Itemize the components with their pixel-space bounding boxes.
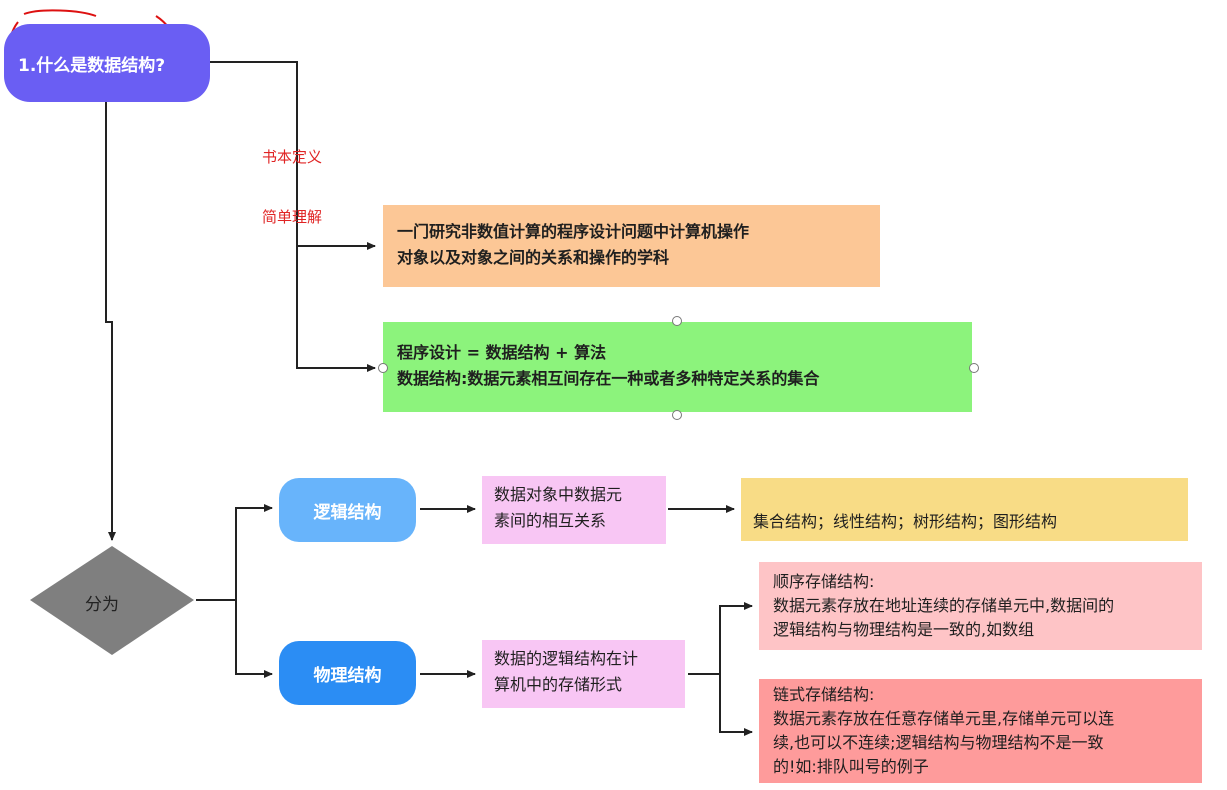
logical-types-text: 集合结构；线性结构；树形结构；图形结构 (753, 512, 1058, 531)
sequential-storage-line-2: 逻辑结构与物理结构是一致的,如数组 (773, 620, 1035, 639)
logical-description-line-2: 素间的相互关系 (494, 511, 607, 530)
divided-into-label: 分为 (85, 595, 119, 615)
logical-description-line-1: 数据对象中数据元 (494, 485, 623, 504)
selection-handle-top[interactable] (672, 316, 682, 326)
title-node[interactable]: 1.什么是数据结构? (4, 24, 210, 102)
selection-handle-right[interactable] (969, 363, 979, 373)
physical-description-line-2: 算机中的存储形式 (494, 675, 623, 694)
definition-box[interactable]: 一门研究非数值计算的程序设计问题中计算机操作 对象以及对象之间的关系和操作的学科 (383, 205, 880, 287)
sequential-storage-line-1: 数据元素存放在地址连续的存储单元中,数据间的 (773, 596, 1115, 615)
connector-desc-storage (688, 602, 753, 675)
linked-storage-box[interactable]: 链式存储结构: 数据元素存放在任意存储单元里,存储单元可以连 续,也可以不连续;… (759, 679, 1202, 783)
understanding-box[interactable]: 程序设计 = 数据结构 + 算法 数据结构:数据元素相互间存在一种或者多种特定关… (383, 322, 972, 412)
simple-understanding-label: 简单理解 (262, 208, 323, 226)
connector-desc-linked (719, 674, 753, 736)
linked-storage-line-3: 的!如:排队叫号的例子 (773, 757, 929, 776)
connector-diamond-split (196, 504, 273, 601)
definition-line-1: 一门研究非数值计算的程序设计问题中计算机操作 (397, 222, 750, 241)
formula-line: 程序设计 = 数据结构 + 算法 (397, 343, 607, 362)
physical-structure-label: 物理结构 (313, 665, 382, 686)
connector-to-green (296, 246, 376, 372)
sequential-storage-box[interactable]: 顺序存储结构: 数据元素存放在地址连续的存储单元中,数据间的 逻辑结构与物理结构… (759, 562, 1202, 650)
logical-structure-node[interactable]: 逻辑结构 (279, 478, 416, 542)
logical-structure-label: 逻辑结构 (313, 502, 382, 523)
physical-description-line-1: 数据的逻辑结构在计 (494, 649, 639, 668)
physical-description-box[interactable]: 数据的逻辑结构在计 算机中的存储形式 (482, 640, 685, 708)
data-structure-definition-line: 数据结构:数据元素相互间存在一种或者多种特定关系的集合 (397, 369, 820, 388)
selection-handle-left[interactable] (378, 363, 388, 373)
connector-title-right (210, 61, 376, 250)
linked-storage-line-2: 续,也可以不连续;逻辑结构与物理结构不是一致 (773, 733, 1104, 752)
connector-title-down (105, 102, 116, 541)
book-definition-label: 书本定义 (262, 148, 323, 166)
linked-storage-line-1: 数据元素存放在任意存储单元里,存储单元可以连 (773, 709, 1115, 728)
logical-types-box[interactable]: 集合结构；线性结构；树形结构；图形结构 (741, 478, 1188, 541)
divide-diamond (30, 546, 194, 655)
connector-diamond-physical (235, 600, 273, 678)
sequential-storage-title: 顺序存储结构: (773, 572, 875, 591)
definition-line-2: 对象以及对象之间的关系和操作的学科 (397, 248, 670, 267)
title-text: 1.什么是数据结构? (18, 55, 166, 76)
linked-storage-title: 链式存储结构: (773, 685, 875, 704)
logical-description-box[interactable]: 数据对象中数据元 素间的相互关系 (482, 476, 666, 544)
selection-handle-bottom[interactable] (672, 410, 682, 420)
title-annotation-mark (23, 9, 97, 17)
physical-structure-node[interactable]: 物理结构 (279, 641, 416, 705)
